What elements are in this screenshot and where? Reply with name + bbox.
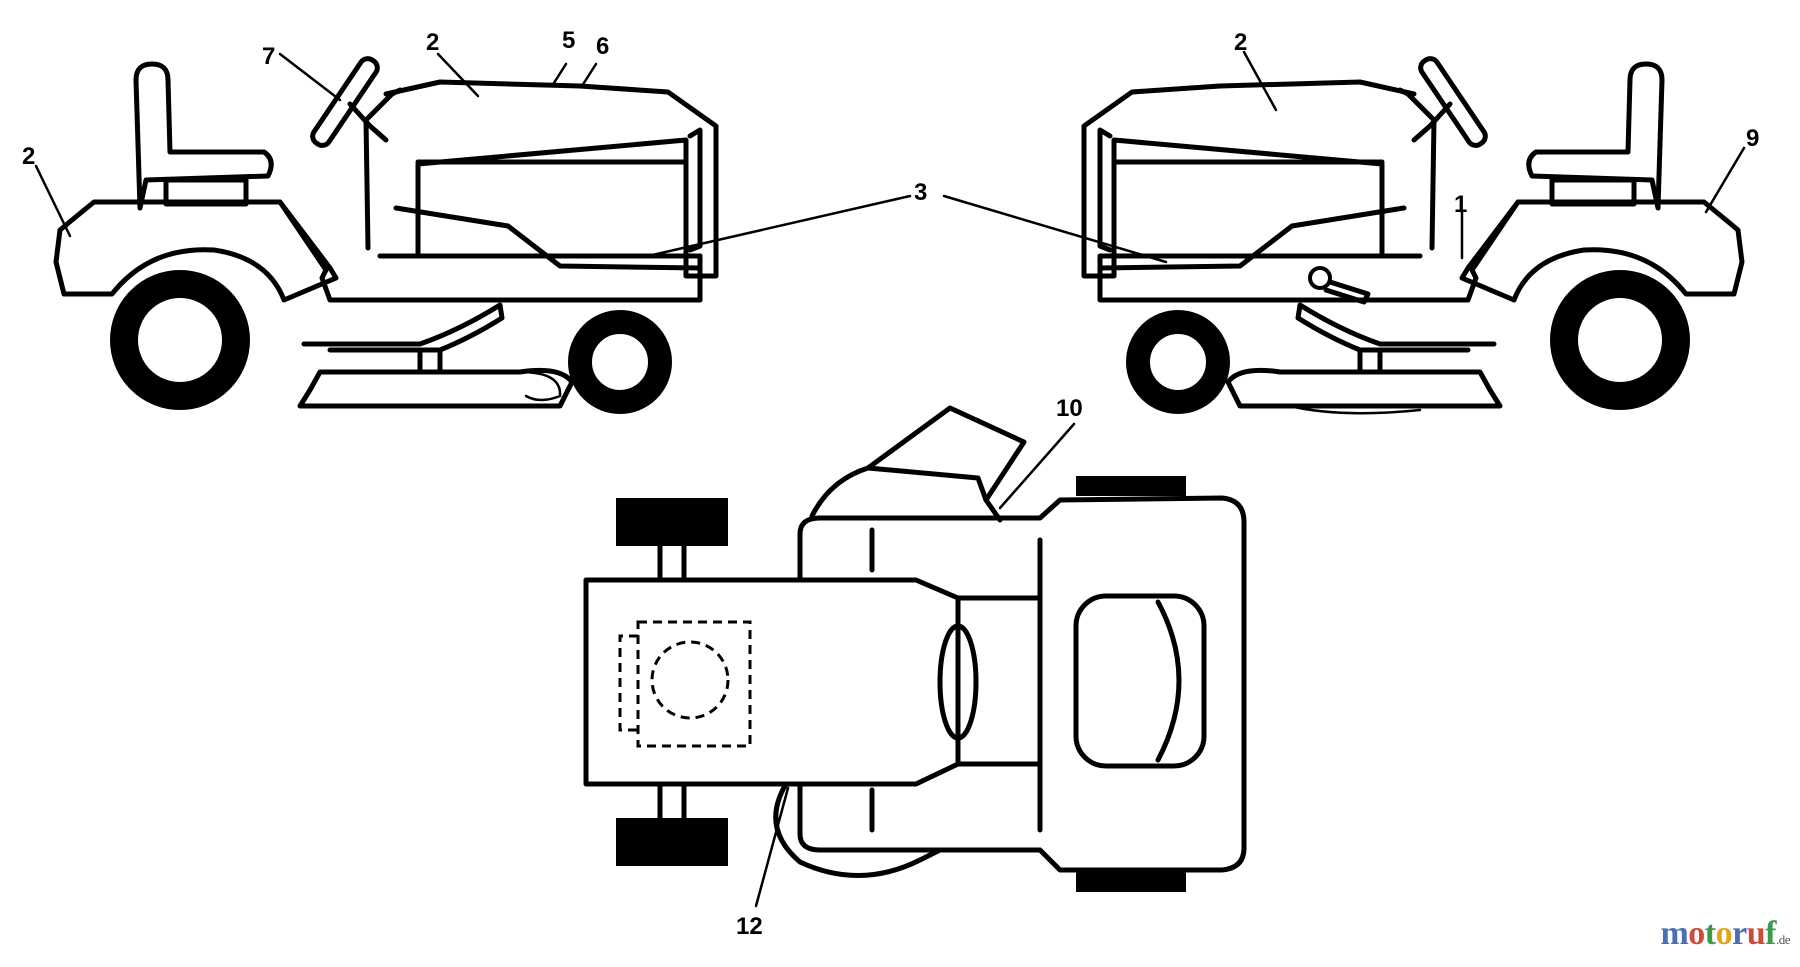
leader-lines [34,50,1746,908]
tractor-top-view [583,405,1247,892]
callout-2: 2 [22,143,35,170]
watermark-letter: r [1732,915,1747,952]
callout-2: 2 [1234,29,1247,56]
front-wheel-top [616,498,728,546]
callout-7: 7 [262,43,275,70]
tractor-right-side-view [1081,56,1745,415]
callout-5: 5 [562,27,575,54]
callout-6: 6 [596,33,609,60]
watermark-letter: t [1704,915,1716,952]
watermark-letter: m [1660,915,1689,952]
rear-wheel-top [1076,476,1186,496]
callout-1: 1 [1454,191,1467,218]
callout-labels: 2 7 2 5 6 3 2 1 9 10 12 [22,27,1759,940]
front-wheel-top [616,818,728,866]
callout-9: 9 [1746,125,1759,152]
callout-3: 3 [914,179,927,206]
watermark-suffix: .de [1775,932,1791,947]
watermark-letter: o [1688,915,1705,952]
watermark-letter: f [1765,915,1776,952]
rear-wheel-top [1076,872,1186,892]
callout-12: 12 [736,913,763,940]
tractor-left-side-view [53,56,719,414]
callout-10: 10 [1056,395,1083,422]
callout-2: 2 [426,29,439,56]
watermark-letter: o [1715,915,1733,952]
motoruf-watermark: motoruf.de [1660,915,1790,953]
watermark-letter: u [1746,915,1766,952]
